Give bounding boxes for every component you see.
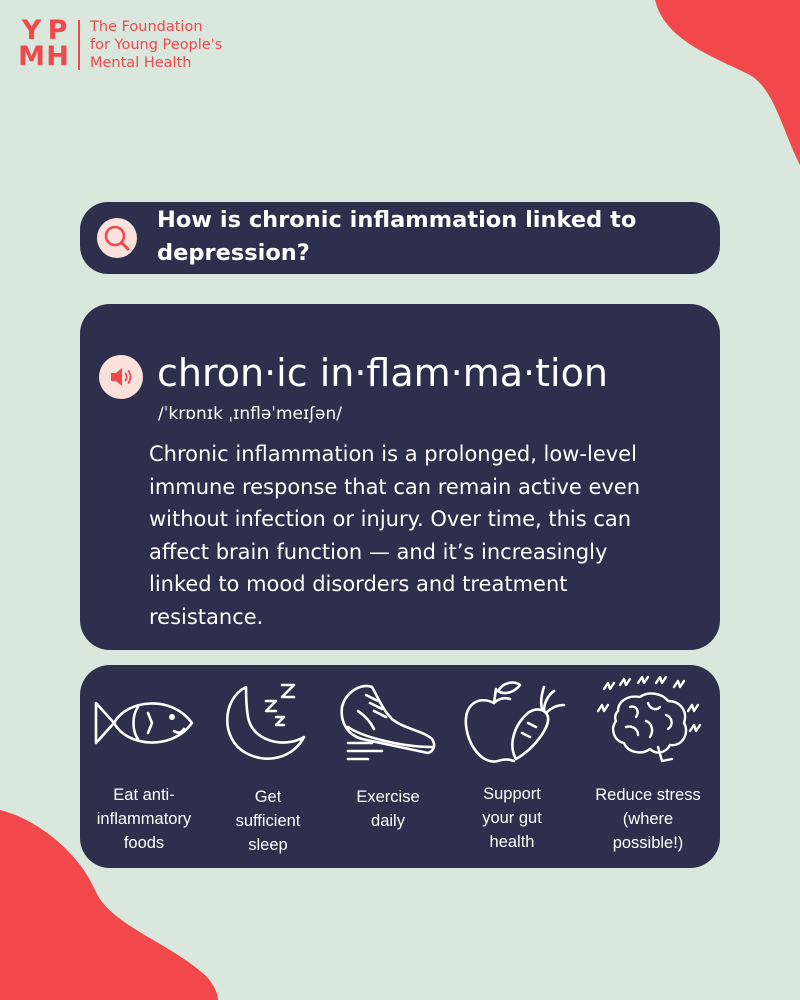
- brand-name-line: Mental Health: [90, 55, 192, 71]
- definition-phonetic: /ˈkrɒnɪk ˌɪnfləˈmeɪʃən/: [158, 404, 342, 424]
- tip-label-line: health: [489, 833, 535, 851]
- tip-get-sleep: Get sufficient sleep: [208, 665, 328, 868]
- tip-label: Support your gut health: [448, 782, 576, 854]
- definition-line: Chronic inflammation is a prolonged, low…: [149, 442, 637, 466]
- brand-logo: Y P M H The Foundation for Young People'…: [18, 15, 222, 72]
- definition-line: without infection or injury. Over time, …: [149, 507, 632, 531]
- tip-label-line: sufficient: [235, 812, 301, 830]
- tip-label-line: daily: [371, 812, 405, 830]
- brand-name-line: The Foundation: [90, 19, 203, 35]
- tip-label-line: Eat anti-: [113, 786, 175, 804]
- tip-label: Eat anti- inflammatory foods: [80, 783, 208, 855]
- tip-label-line: (where: [622, 810, 674, 828]
- tip-gut-health: Support your gut health: [448, 665, 576, 868]
- definition-line: linked to mood disorders and treatment: [149, 572, 568, 596]
- tip-label-line: your gut: [482, 809, 542, 827]
- logo-letter: P: [47, 15, 68, 46]
- bottom-left-blob: [0, 810, 218, 1000]
- tip-label-line: Reduce stress: [595, 786, 701, 804]
- search-icon-badge[interactable]: [97, 218, 137, 258]
- search-query-line: depression?: [157, 240, 310, 266]
- logo-divider: [78, 20, 80, 70]
- fish-icon: [94, 701, 194, 745]
- definition-text: Chronic inflammation is a prolonged, low…: [149, 438, 709, 633]
- apple-carrot-icon: [464, 681, 566, 763]
- tip-reduce-stress: Reduce stress (where possible!): [576, 665, 720, 868]
- running-shoe-icon: [340, 684, 436, 761]
- definition-line: affect brain function — and it’s increas…: [149, 539, 608, 564]
- tip-label-line: foods: [123, 834, 165, 852]
- stressed-brain-icon: [596, 675, 702, 763]
- speaker-icon-badge[interactable]: [99, 355, 143, 399]
- tip-label: Reduce stress (where possible!): [576, 783, 720, 855]
- search-icon: [104, 225, 130, 251]
- tip-exercise: Exercise daily: [328, 665, 448, 868]
- tips-card: Eat anti- inflammatory foods Get suffici…: [80, 665, 720, 868]
- tip-label-line: possible!): [612, 834, 684, 852]
- tip-label: Get sufficient sleep: [208, 785, 328, 857]
- logo-letter: Y: [21, 15, 42, 46]
- search-query: How is chronic inflammation linked to de…: [157, 204, 697, 270]
- definition-card: chron·ic in·flam·ma·tion /ˈkrɒnɪk ˌɪnflə…: [80, 304, 720, 650]
- tip-label: Exercise daily: [328, 785, 448, 833]
- tip-label-line: Exercise: [356, 788, 420, 806]
- tip-label-line: inflammatory: [96, 810, 192, 828]
- search-bar[interactable]: How is chronic inflammation linked to de…: [80, 202, 720, 274]
- moon-sleep-icon: [225, 683, 306, 760]
- tip-label-line: Get: [254, 788, 282, 806]
- brand-name: The Foundation for Young People's Mental…: [90, 18, 222, 72]
- top-right-blob: [655, 0, 800, 165]
- definition-line: immune response that can remain active e…: [149, 474, 641, 499]
- logo-letter: M: [18, 41, 45, 72]
- logo-mark: Y P M H: [18, 15, 70, 72]
- tip-label-line: Support: [483, 785, 541, 803]
- search-query-line: How is chronic inflammation linked to: [157, 207, 637, 233]
- definition-line: resistance.: [149, 604, 264, 629]
- tip-eat-anti-inflammatory: Eat anti- inflammatory foods: [80, 665, 208, 868]
- logo-letter: H: [46, 41, 69, 72]
- brand-name-line: for Young People's: [90, 37, 223, 53]
- tip-label-line: sleep: [248, 836, 288, 854]
- definition-word: chron·ic in·flam·ma·tion: [157, 351, 608, 395]
- speaker-icon: [111, 368, 132, 386]
